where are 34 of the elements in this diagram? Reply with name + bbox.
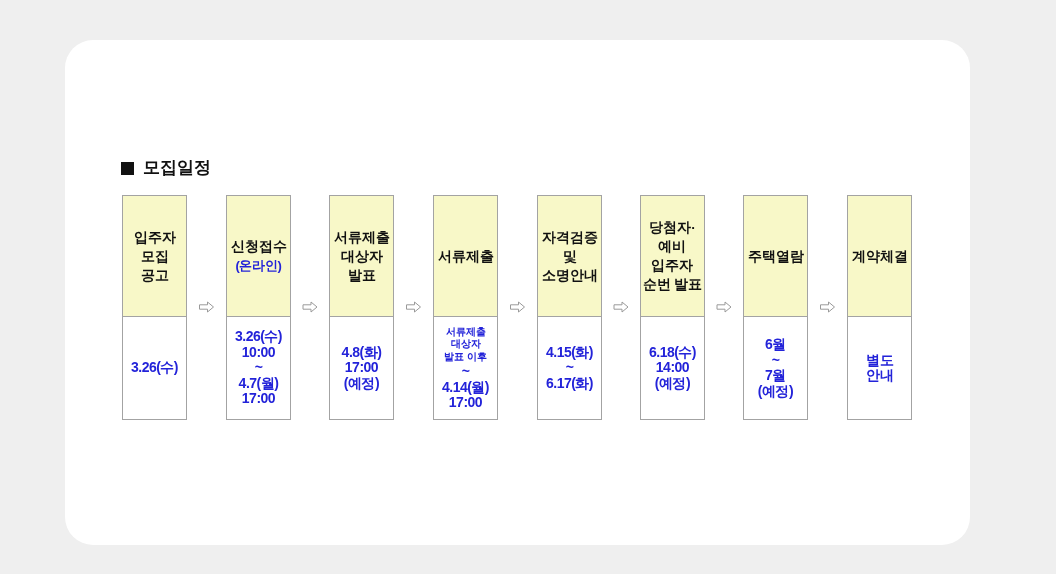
arrow: [716, 301, 732, 313]
step-column: [226, 195, 291, 420]
step-column: [329, 195, 394, 420]
step-column: [640, 195, 705, 420]
section-title: 모집일정: [143, 157, 211, 179]
step-column: [433, 195, 498, 420]
step-title: 서류제출 대상자 발표: [333, 228, 390, 285]
step-column: [847, 195, 912, 420]
arrow: [406, 301, 421, 313]
date-text: 4.8(화) 17:00 (예정): [341, 344, 382, 392]
arrow: [302, 301, 318, 313]
arrow: [613, 301, 629, 313]
date-text: 6.18(수) 14:00 (예정): [648, 344, 697, 392]
date-text: 3.26(수) 10:00 ~ 4.7(월) 17:00: [234, 329, 283, 407]
step-title: 자격검증 및 소명안내: [541, 228, 598, 285]
step-column: [122, 195, 187, 420]
step-note: (온라인): [235, 257, 282, 275]
step-column: [537, 195, 602, 420]
step-title: 신청접수: [230, 238, 287, 256]
step-title: 당첨자· 예비 입주자 순번 발표: [642, 219, 703, 294]
date-text: 3.26(수): [130, 360, 179, 376]
step-title: 주택열람: [747, 247, 804, 266]
step-title: 계약체결: [851, 247, 908, 266]
date-text: ~ 4.14(월) 17:00: [441, 364, 490, 411]
date-text: 4.15(화) ~ 6.17(화): [545, 344, 594, 392]
date-text: 6월 ~ 7월 (예정): [757, 337, 794, 399]
step-title: 서류제출: [437, 247, 494, 266]
step-column: [743, 195, 808, 420]
date-note: 서류제출 대상자 발표 이후: [444, 325, 487, 363]
arrow: [820, 301, 835, 313]
date-text: 별도 안내: [866, 352, 893, 384]
arrow: [199, 301, 214, 313]
step-title: 입주자 모집 공고: [133, 228, 176, 285]
arrow: [510, 301, 525, 313]
